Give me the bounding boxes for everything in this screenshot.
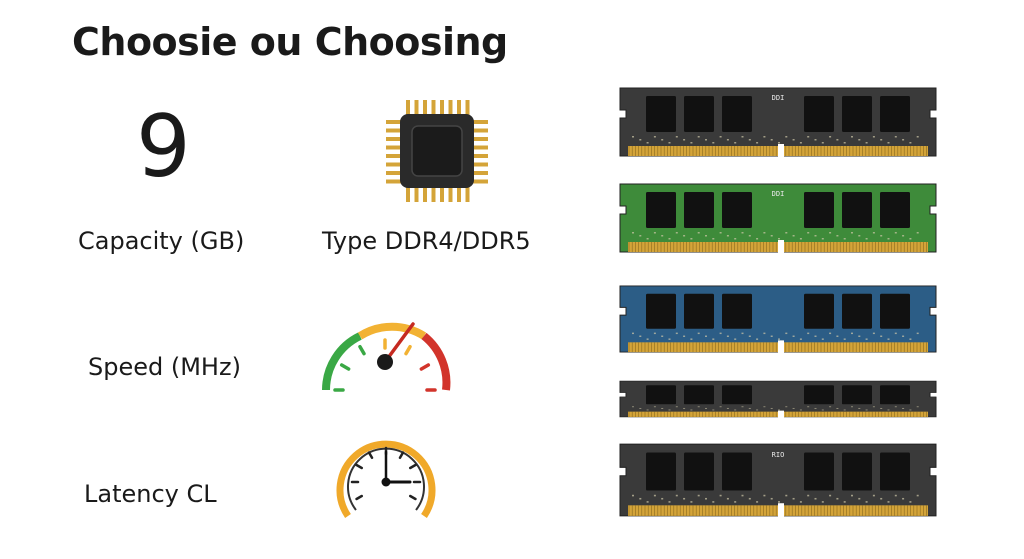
page-title: Choosie ou Choosing (72, 20, 508, 64)
ram-module-5: RIO (619, 443, 937, 518)
speedometer-gauge-icon (322, 322, 451, 392)
ram-module-label: DDI (772, 94, 785, 102)
ram-module-label: RIO (772, 450, 785, 459)
cpu-chip-icon (386, 100, 488, 202)
ram-module-1: DDI (619, 87, 937, 158)
type-label: Type DDR4/DDR5 (322, 227, 531, 255)
ram-module-3 (619, 285, 937, 354)
capacity-label: Capacity (GB) (78, 227, 245, 255)
ram-module-4 (619, 380, 937, 418)
clock-icon (336, 440, 436, 518)
capacity-value: 9 (136, 97, 191, 197)
ram-module-2: DDI (619, 183, 937, 254)
speed-label: Speed (MHz) (88, 353, 241, 381)
latency-label: Latency CL (84, 480, 217, 508)
ram-module-label: DDI (772, 190, 785, 198)
